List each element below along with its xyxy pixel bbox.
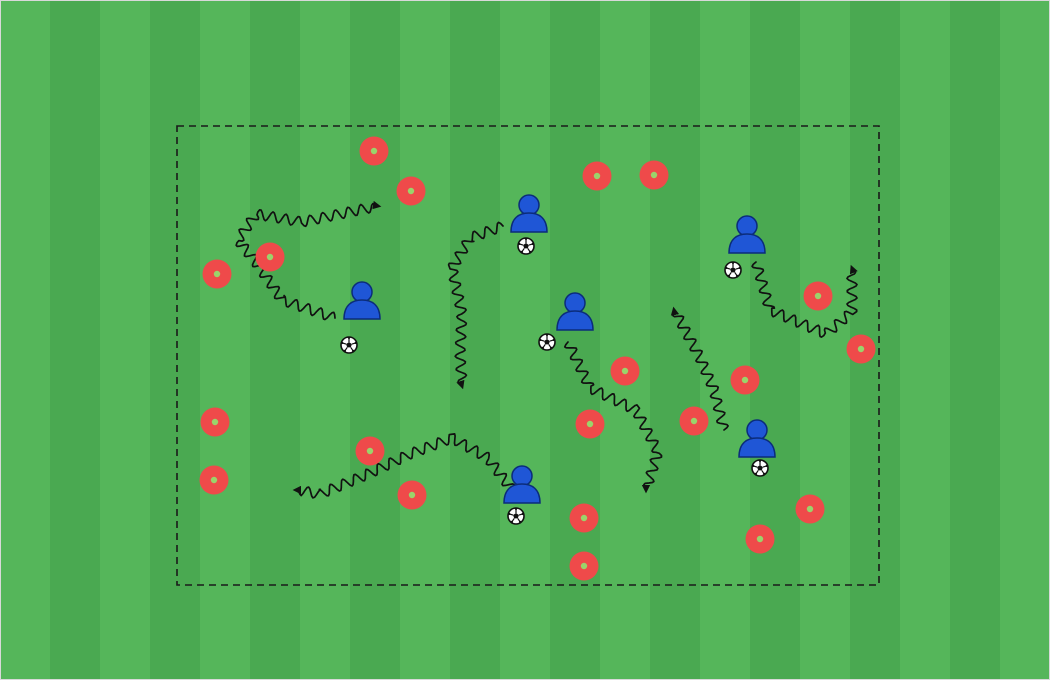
pitch-stripe bbox=[600, 0, 650, 680]
cone-marker bbox=[355, 436, 385, 466]
cone-marker bbox=[199, 465, 229, 495]
cone-marker bbox=[359, 136, 389, 166]
soccer-ball-icon bbox=[538, 332, 556, 351]
pitch-stripe bbox=[450, 0, 500, 680]
soccer-ball-icon bbox=[507, 506, 525, 525]
cone-marker bbox=[397, 480, 427, 510]
pitch-stripe bbox=[100, 0, 150, 680]
cone-marker bbox=[200, 407, 230, 437]
pitch-stripe bbox=[300, 0, 350, 680]
pitch-stripe bbox=[1000, 0, 1050, 680]
training-zone bbox=[176, 125, 880, 586]
pitch-stripe bbox=[0, 0, 50, 680]
cone-marker bbox=[575, 409, 605, 439]
dribble-arrow bbox=[670, 306, 729, 431]
soccer-ball-icon bbox=[751, 458, 769, 477]
pitch-stripe bbox=[550, 0, 600, 680]
cone-marker bbox=[679, 406, 709, 436]
pitch-stripe bbox=[900, 0, 950, 680]
cone-marker bbox=[396, 176, 426, 206]
soccer-ball-icon bbox=[517, 236, 535, 255]
pitch-stripe bbox=[700, 0, 750, 680]
pitch-stripe bbox=[200, 0, 250, 680]
dribble-arrow bbox=[235, 200, 382, 321]
cone-marker bbox=[569, 503, 599, 533]
cone-marker bbox=[569, 551, 599, 581]
cone-marker bbox=[639, 160, 669, 190]
cone-marker bbox=[795, 494, 825, 524]
cone-marker bbox=[255, 242, 285, 272]
pitch-stripe bbox=[50, 0, 100, 680]
cone-marker bbox=[202, 259, 232, 289]
dribble-arrow bbox=[447, 221, 504, 390]
cone-marker bbox=[803, 281, 833, 311]
pitch-stripe bbox=[950, 0, 1000, 680]
pitch-stripe bbox=[150, 0, 200, 680]
cone-marker bbox=[846, 334, 876, 364]
pitch-stripe bbox=[650, 0, 700, 680]
cone-marker bbox=[745, 524, 775, 554]
cone-marker bbox=[582, 161, 612, 191]
pitch-stripe bbox=[800, 0, 850, 680]
pitch-stripe bbox=[250, 0, 300, 680]
cone-marker bbox=[730, 365, 760, 395]
dribble-arrow bbox=[292, 432, 516, 499]
soccer-ball-icon bbox=[340, 335, 358, 354]
soccer-ball-icon bbox=[724, 260, 742, 279]
dribble-paths bbox=[235, 200, 858, 499]
pitch-stripe bbox=[750, 0, 800, 680]
pitch-stripe bbox=[400, 0, 450, 680]
dribble-arrow bbox=[563, 341, 663, 494]
cone-marker bbox=[610, 356, 640, 386]
dribble-arrow bbox=[751, 261, 858, 338]
pitch-stripe bbox=[350, 0, 400, 680]
